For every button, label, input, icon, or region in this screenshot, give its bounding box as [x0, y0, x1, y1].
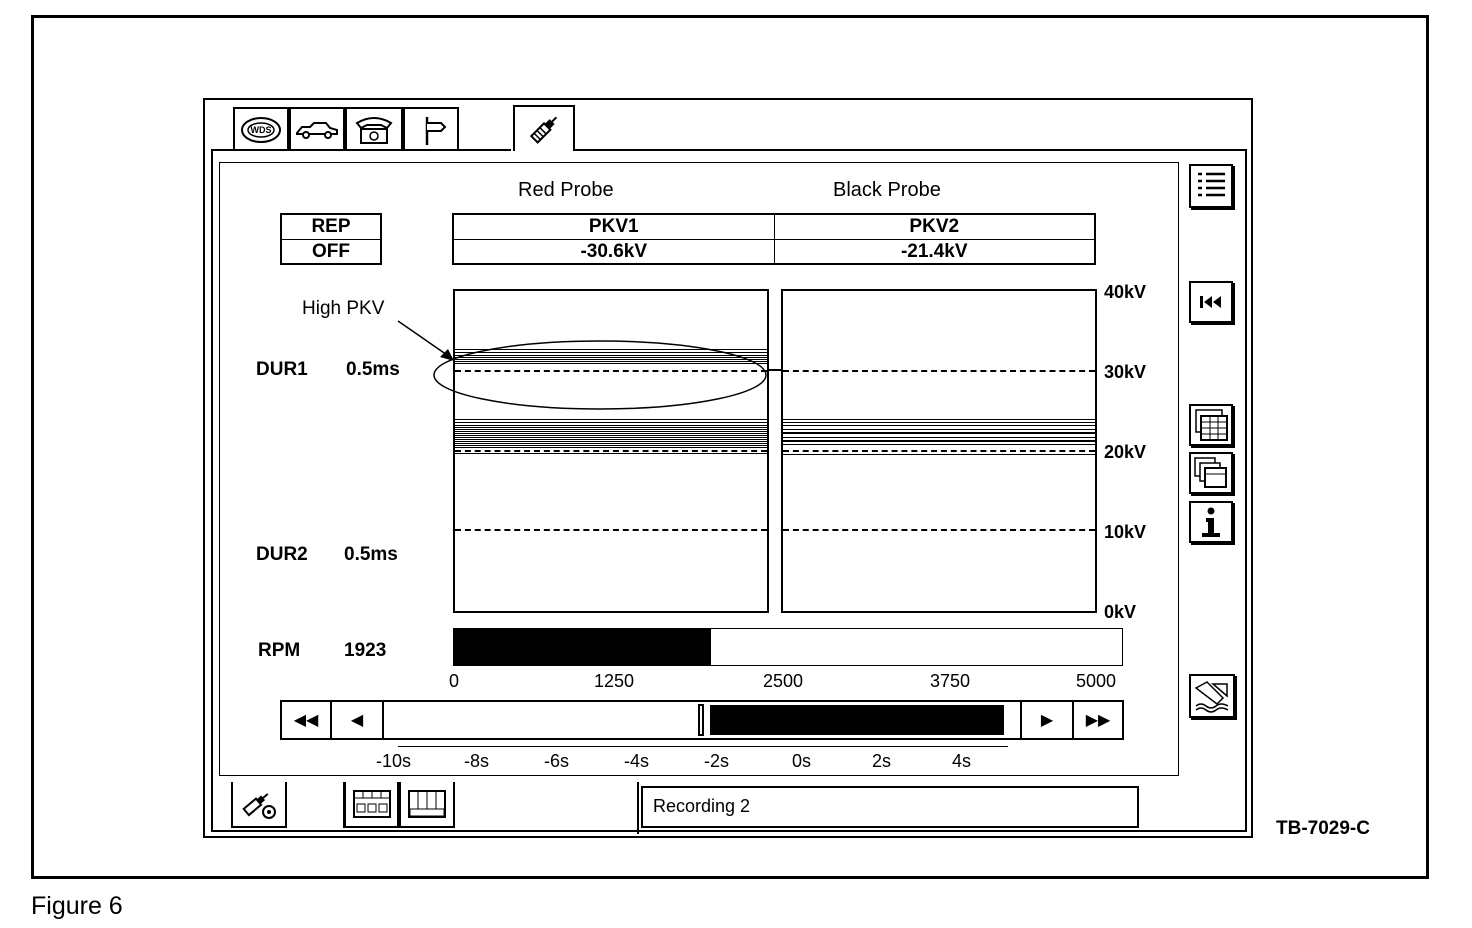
bottom-tab-channels[interactable]: [399, 782, 455, 828]
axis-40kv: 40kV: [1104, 282, 1147, 302]
high-pkv-annotation: High PKV: [302, 298, 385, 319]
status-divider: [637, 782, 639, 834]
time-tick-m4: -4s: [624, 751, 650, 771]
info-button[interactable]: [1189, 501, 1233, 543]
main-panel: Red Probe Black Probe REP OFF PKV1 -30.6…: [219, 162, 1179, 776]
spark-plug-probe-icon: [529, 116, 558, 144]
copy-button[interactable]: [1189, 452, 1233, 494]
axis-10kv: 10kV: [1104, 522, 1147, 542]
pkv2-column: PKV2 -21.4kV: [773, 215, 1094, 264]
tab-divider-right: [575, 149, 1247, 151]
app-window: WDS: [203, 98, 1253, 838]
pkv1-column: PKV1 -30.6kV: [454, 215, 774, 263]
dur2-label: DUR2: [256, 544, 308, 565]
playback-scrubber[interactable]: [698, 704, 704, 736]
bottom-tab-probe-settings[interactable]: [231, 782, 287, 828]
fast-forward-button[interactable]: ▶▶: [1072, 702, 1122, 738]
pkv2-label: PKV2: [909, 216, 960, 237]
car-icon: [296, 122, 338, 139]
skip-to-start-button[interactable]: [1189, 281, 1233, 323]
playback-bar: ◀◀ ◀ ▶ ▶▶: [280, 700, 1124, 740]
time-tick-m6: -6s: [544, 751, 570, 771]
telephone-icon: [355, 117, 393, 144]
dur1-value: 0.5ms: [346, 359, 400, 380]
gridline-30kv: [455, 370, 767, 372]
figure-frame: [31, 15, 1429, 879]
rep-toggle[interactable]: REP OFF: [280, 213, 382, 265]
recording-status: Recording 2: [641, 786, 1139, 828]
step-back-button[interactable]: ◀: [332, 702, 384, 738]
data-sheet-icon: [1195, 409, 1228, 441]
pkv-readings-table: PKV1 -30.6kV PKV2 -21.4kV: [452, 213, 1096, 265]
signpost-icon: [425, 117, 447, 145]
rpm-tick-5000: 5000: [1076, 671, 1117, 691]
pkv2-value: -21.4kV: [774, 239, 1094, 264]
copy-stack-icon: [1194, 457, 1227, 488]
skip-to-start-icon: [1200, 296, 1221, 308]
waveform-view-button[interactable]: [1189, 674, 1235, 718]
rpm-gauge: [453, 628, 1123, 666]
rpm-value: 1923: [344, 640, 387, 661]
timeline-axis: [398, 746, 1008, 747]
playback-controls-icon: [352, 790, 391, 818]
rewind-button[interactable]: ◀◀: [282, 702, 332, 738]
rpm-label: RPM: [258, 640, 301, 661]
rpm-tick-2500: 2500: [763, 671, 804, 691]
graph-gap-gridline: [769, 369, 781, 371]
figure-reference: TB-7029-C: [1276, 818, 1370, 839]
channel-abcd-icon: [408, 790, 446, 818]
tab-directions[interactable]: [403, 107, 459, 151]
rpm-tick-3750: 3750: [930, 671, 971, 691]
spark-probe-settings-icon: [242, 793, 276, 819]
info-icon: [1202, 507, 1220, 537]
gridline-10kv: [455, 529, 767, 531]
wds-logo-icon: WDS: [241, 117, 281, 143]
dur1-label: DUR1: [256, 359, 308, 380]
waveform-view-icon: [1194, 681, 1229, 713]
time-tick-m2: -2s: [704, 751, 730, 771]
axis-0kv: 0kV: [1104, 602, 1137, 622]
tab-telephone[interactable]: [345, 107, 403, 151]
time-tick-0: 0s: [792, 751, 812, 771]
dur2-value: 0.5ms: [344, 544, 398, 565]
list-icon: [1198, 172, 1225, 197]
tab-ignition-probe[interactable]: [513, 105, 575, 151]
rep-label: REP: [311, 216, 351, 237]
rpm-tick-1250: 1250: [594, 671, 635, 691]
red-probe-label: Red Probe: [518, 179, 614, 201]
step-forward-button[interactable]: ▶: [1020, 702, 1072, 738]
time-tick-m10: -10s: [376, 751, 412, 771]
tab-wds[interactable]: WDS: [233, 107, 289, 151]
time-tick-2: 2s: [872, 751, 892, 771]
tab-divider-left: [211, 149, 511, 151]
list-button[interactable]: [1189, 164, 1233, 208]
pkv1-value: -30.6kV: [454, 239, 774, 264]
axis-30kv: 30kV: [1104, 362, 1147, 382]
bottom-tab-playback[interactable]: [343, 782, 399, 828]
figure-caption: Figure 6: [31, 892, 123, 920]
axis-20kv: 20kV: [1104, 442, 1147, 462]
time-tick-m8: -8s: [464, 751, 490, 771]
pkv1-label: PKV1: [588, 216, 639, 237]
black-probe-graph: [781, 289, 1097, 613]
svg-text:WDS: WDS: [251, 125, 272, 135]
data-sheet-button[interactable]: [1189, 404, 1233, 446]
red-probe-graph: [453, 289, 769, 613]
annotation-arrow: [397, 320, 767, 410]
rep-state: OFF: [282, 239, 380, 264]
black-probe-label: Black Probe: [833, 179, 941, 201]
rpm-gauge-fill: [454, 629, 711, 665]
time-tick-4: 4s: [952, 751, 972, 771]
recorded-range: [710, 705, 1004, 735]
tab-vehicle[interactable]: [289, 107, 345, 151]
tab-content-frame: [211, 149, 1247, 832]
rpm-tick-0: 0: [449, 671, 460, 691]
